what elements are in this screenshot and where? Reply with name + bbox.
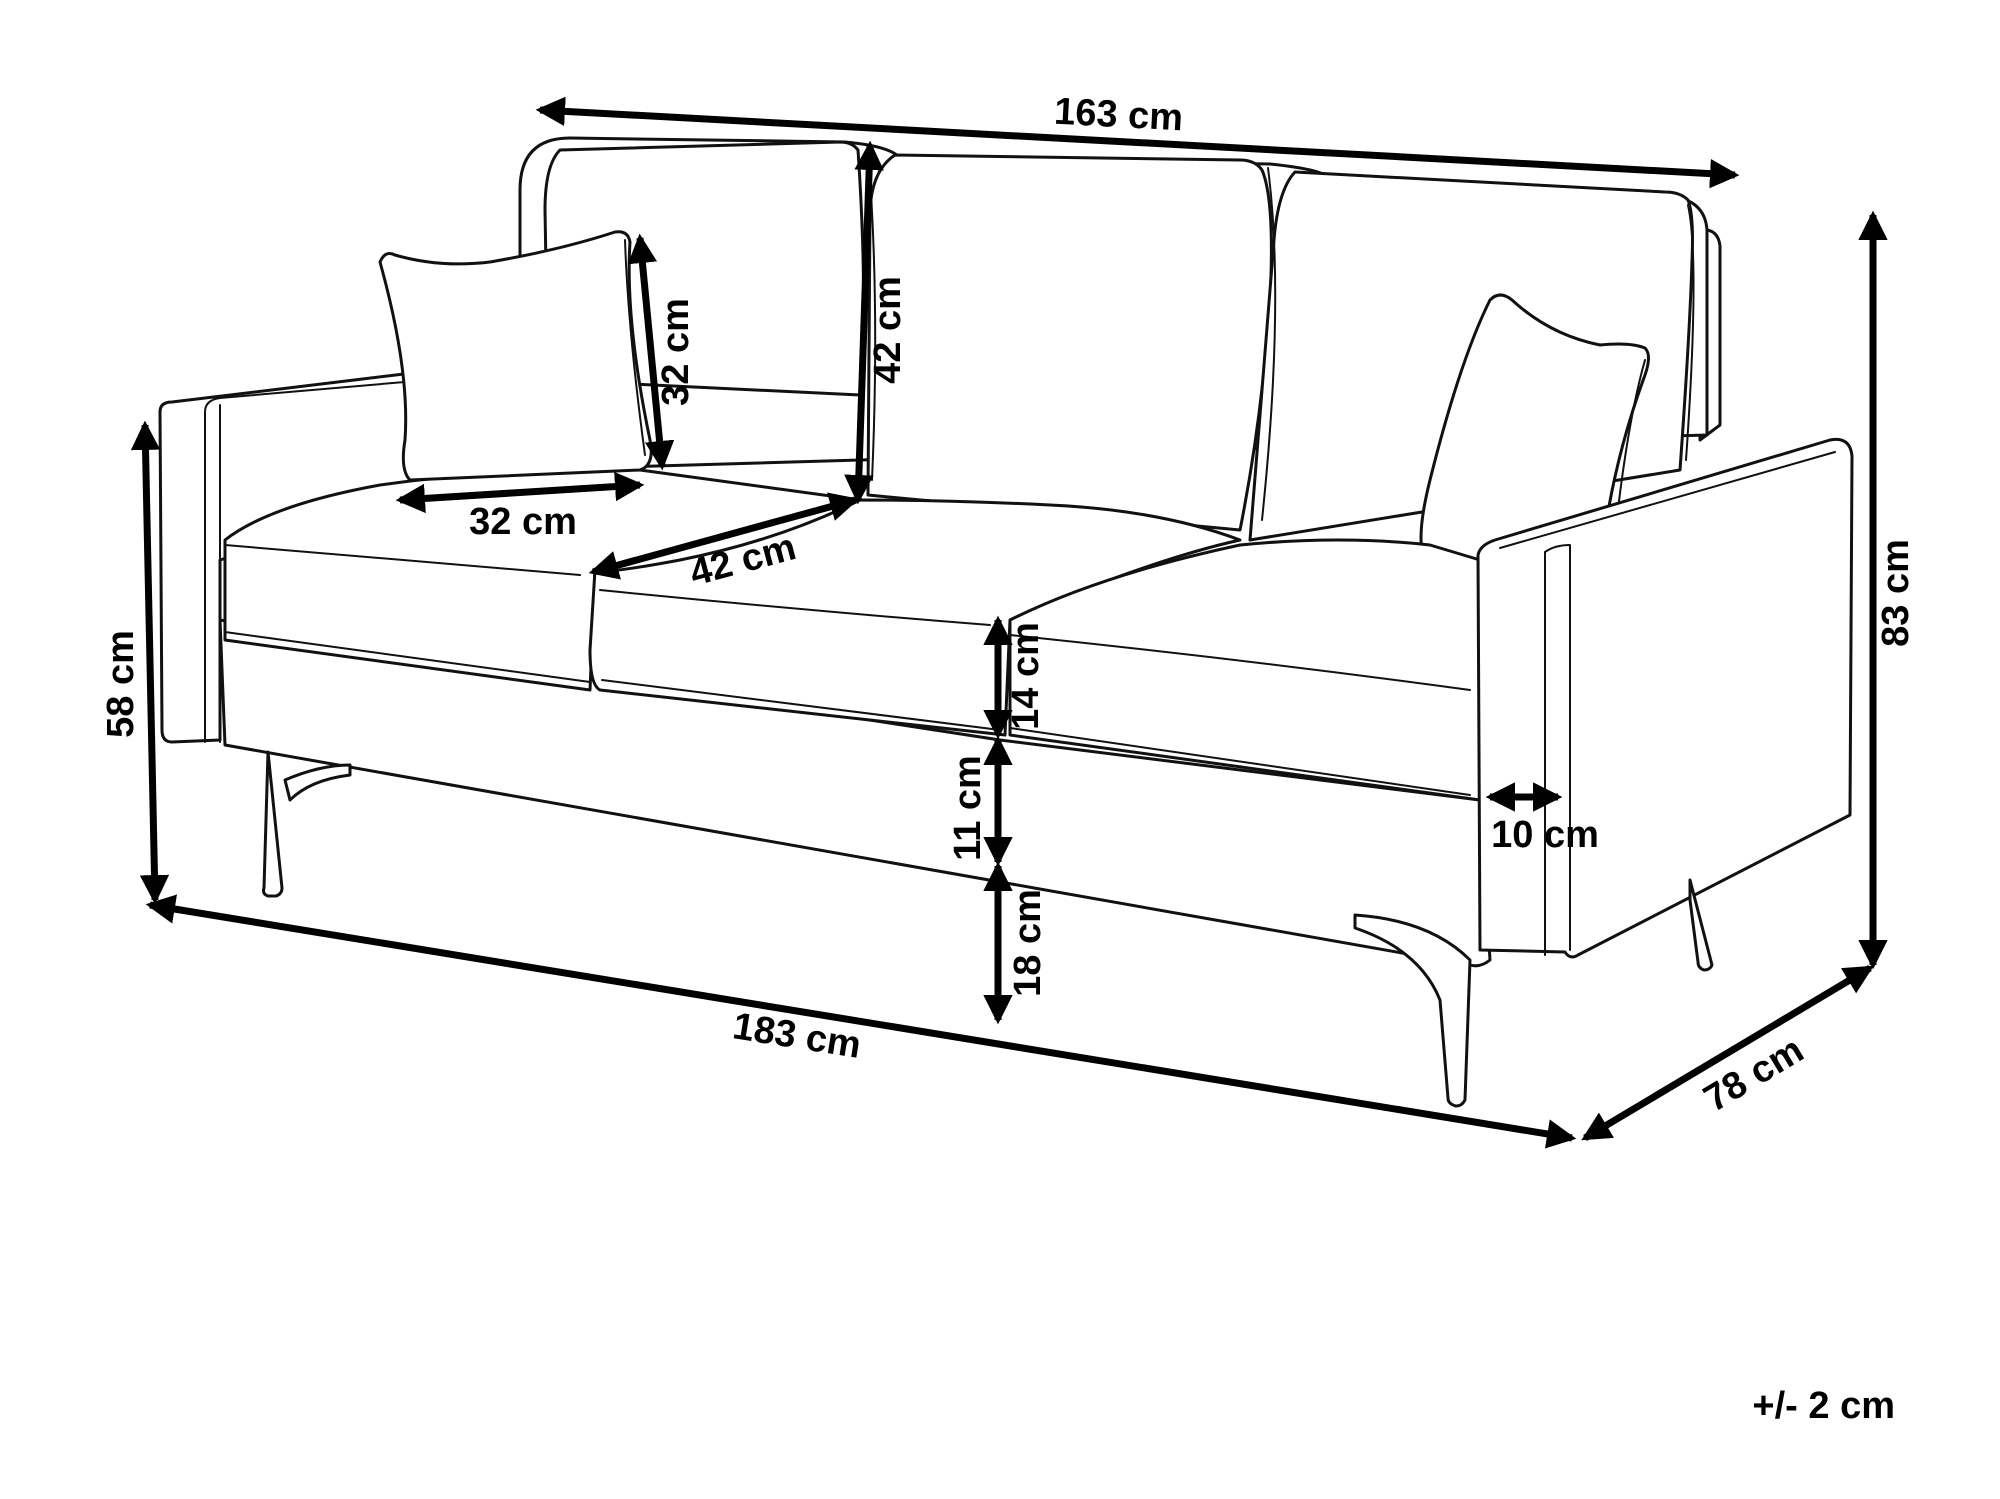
left-arm-inner-edge <box>204 371 521 743</box>
sofa-drawing <box>158 136 1854 1108</box>
seat-cushion-middle-piping <box>599 589 1001 731</box>
dim-arrow-pillow-width <box>395 471 645 514</box>
label-back-width: 163 cm <box>1053 91 1184 140</box>
tolerance-note: +/- 2 cm <box>1752 1385 1895 1427</box>
label-leg-height: 18 cm <box>1007 889 1049 997</box>
leg-back-right <box>1688 878 1714 972</box>
label-pillow-width: 32 cm <box>469 501 577 543</box>
dim-arrow-arm-height <box>130 420 170 905</box>
dim-arrow-depth <box>1581 964 1874 1142</box>
pillow-right <box>1419 293 1650 572</box>
seat-cushion-left-piping <box>224 544 591 683</box>
back-cushion-middle <box>866 153 1273 532</box>
label-seat-cushion-thickness: 14 cm <box>1005 622 1047 730</box>
label-back-cushion-height: 42 cm <box>867 276 909 384</box>
leg-front-left <box>262 750 284 898</box>
seat-cushion-right <box>1008 538 1482 802</box>
label-total-height: 83 cm <box>1875 539 1917 647</box>
seat-cushion-right-piping <box>1009 634 1471 796</box>
right-arm-front-panel <box>1544 544 1571 956</box>
label-depth: 78 cm <box>1697 1029 1811 1120</box>
label-total-width: 183 cm <box>730 1005 864 1067</box>
right-arm-top-edge <box>1499 451 1836 549</box>
dim-arrow-seat-depth <box>588 492 860 580</box>
label-arm-width: 10 cm <box>1491 814 1599 856</box>
dim-arrow-pillow-height <box>627 233 675 471</box>
label-pillow-height: 32 cm <box>655 298 697 406</box>
dimension-arrows <box>130 96 1888 1149</box>
dim-arrow-back-cushion-height <box>844 140 884 505</box>
leg-back-left <box>283 763 352 802</box>
label-arm-height: 58 cm <box>100 630 142 738</box>
dimension-labels: 163 cm 183 cm 78 cm 83 cm 58 cm 42 cm 42… <box>100 91 1917 1121</box>
pillow-left <box>378 230 653 482</box>
dim-arrow-total-width <box>145 894 1577 1149</box>
label-base-height: 11 cm <box>947 755 989 861</box>
dim-arrow-back-width <box>535 96 1740 189</box>
